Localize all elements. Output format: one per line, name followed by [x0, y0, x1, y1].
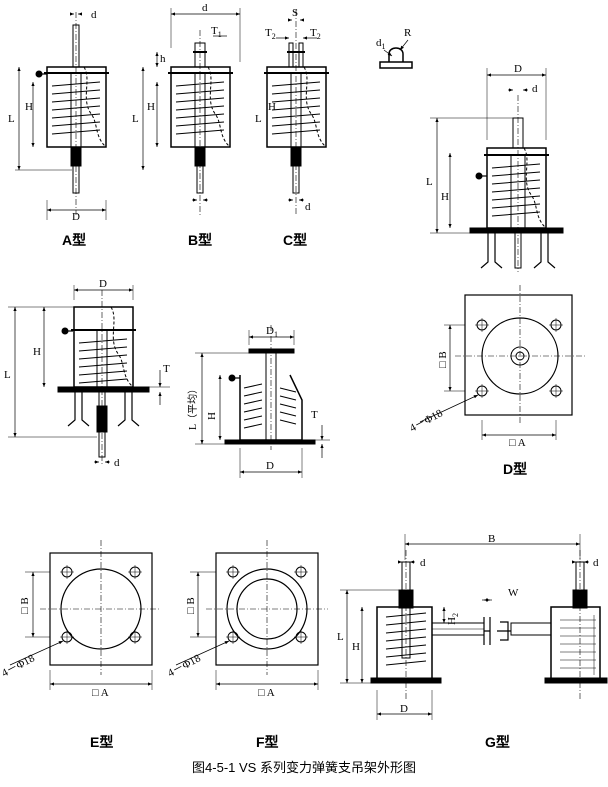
d-plan-base [464, 294, 573, 416]
d-dim-D: D [514, 63, 522, 75]
e-plan-dim-holes: 4－Φ18 [0, 652, 37, 680]
g-right-housing [550, 606, 601, 681]
a-dim-D: D [72, 211, 80, 223]
f-plan-dim-holes: 4－Φ18 [166, 652, 203, 680]
g-dim-H2: H2 [446, 613, 460, 625]
c-dim-H: H [268, 101, 276, 113]
g-left-housing [376, 606, 433, 681]
detail-dim-d1: d1 [376, 37, 386, 51]
f-side-dim-D1: D1 [266, 325, 278, 339]
label-type-d: D型 [503, 461, 528, 477]
b-dim-h: h [160, 53, 166, 65]
f-side-dim-H: H [206, 412, 218, 420]
type-c-drawing [264, 10, 329, 215]
b-dim-d: d [202, 2, 208, 14]
detail-dim-r: R [404, 27, 412, 39]
figure-caption: 图4-5-1 VS 系列变力弹簧支吊架外形图 [192, 760, 416, 775]
a-housing [46, 66, 107, 148]
label-type-f: F型 [256, 734, 279, 750]
c-dim-L: L [255, 113, 262, 125]
a-dim-L: L [8, 113, 15, 125]
d-plan-dim-B: □ B [437, 351, 449, 368]
g-dim-d-right: d [593, 557, 599, 569]
e-side-dim-T: T [163, 363, 170, 375]
g-dim-B: B [488, 533, 495, 545]
label-type-c: C型 [283, 232, 308, 248]
g-dim-D: D [400, 703, 408, 715]
a-dim-H: H [25, 101, 33, 113]
e-side-dim-d: d [114, 457, 120, 469]
e-base-beam [57, 386, 150, 393]
d-base-beam [469, 227, 564, 234]
c-dim-t2-left: T2 [265, 27, 276, 41]
d-plan-dim-A: □ A [509, 437, 526, 449]
d-dim-L: L [426, 176, 433, 188]
e-plan-dim-B: □ B [19, 597, 31, 614]
type-g-drawing [340, 534, 608, 720]
label-type-b: B型 [188, 232, 213, 248]
b-housing [170, 66, 231, 148]
f-plan-dim-B: □ B [185, 597, 197, 614]
e-side-dim-D: D [99, 278, 107, 290]
type-f-plan-drawing [175, 540, 328, 690]
f-side-dim-L: L（平均） [187, 384, 199, 430]
g-dim-H: H [352, 641, 360, 653]
a-dim-d: d [91, 9, 97, 21]
bolt-head-detail [379, 39, 413, 69]
f-side-dim-D: D [266, 460, 274, 472]
c-dim-d: d [305, 201, 311, 213]
b-dim-L: L [132, 113, 139, 125]
f-plan-dim-A: □ A [258, 687, 275, 699]
label-type-e: E型 [90, 734, 114, 750]
e-plan-bolt-holes [60, 565, 142, 644]
b-dim-t1: T1 [211, 25, 222, 39]
g-dim-d-left: d [420, 557, 426, 569]
d-plan-dim-holes: 4－Φ18 [408, 407, 445, 435]
f-plan-bolt-holes [226, 565, 308, 644]
side-view-f-drawing [195, 325, 330, 478]
e-side-dim-L: L [4, 369, 11, 381]
d-plan-bolt-holes [475, 318, 563, 398]
d-dim-H: H [441, 191, 449, 203]
c-dim-t2-right: T2 [310, 27, 321, 41]
c-double-stud [288, 42, 294, 68]
e-side-dim-H: H [33, 346, 41, 358]
f-side-dim-T: T [311, 409, 318, 421]
type-b-drawing [141, 8, 241, 215]
f-base-plate [224, 439, 316, 445]
g-dim-L: L [337, 631, 344, 643]
label-type-g: G型 [485, 734, 510, 750]
drawing-sheet: d L H D d T1 h L H S T2 T2 L H d d1 R D … [0, 2, 608, 720]
c-dim-s: S [292, 7, 298, 19]
side-view-e-drawing [8, 285, 170, 465]
a-cutaway-edge [83, 66, 107, 148]
f-top-plate [248, 348, 295, 354]
type-a-drawing [15, 12, 109, 220]
type-e-plan-drawing [9, 540, 160, 690]
e-plan-dim-A: □ A [92, 687, 109, 699]
g-dim-W: W [508, 587, 519, 599]
d-spring-coil [491, 163, 541, 217]
c-housing [266, 66, 327, 148]
type-d-plan-drawing [419, 285, 585, 440]
d-dim-d: d [532, 83, 538, 95]
label-type-a: A型 [62, 232, 87, 248]
type-d-side-drawing [430, 68, 564, 272]
b-dim-H: H [147, 101, 155, 113]
